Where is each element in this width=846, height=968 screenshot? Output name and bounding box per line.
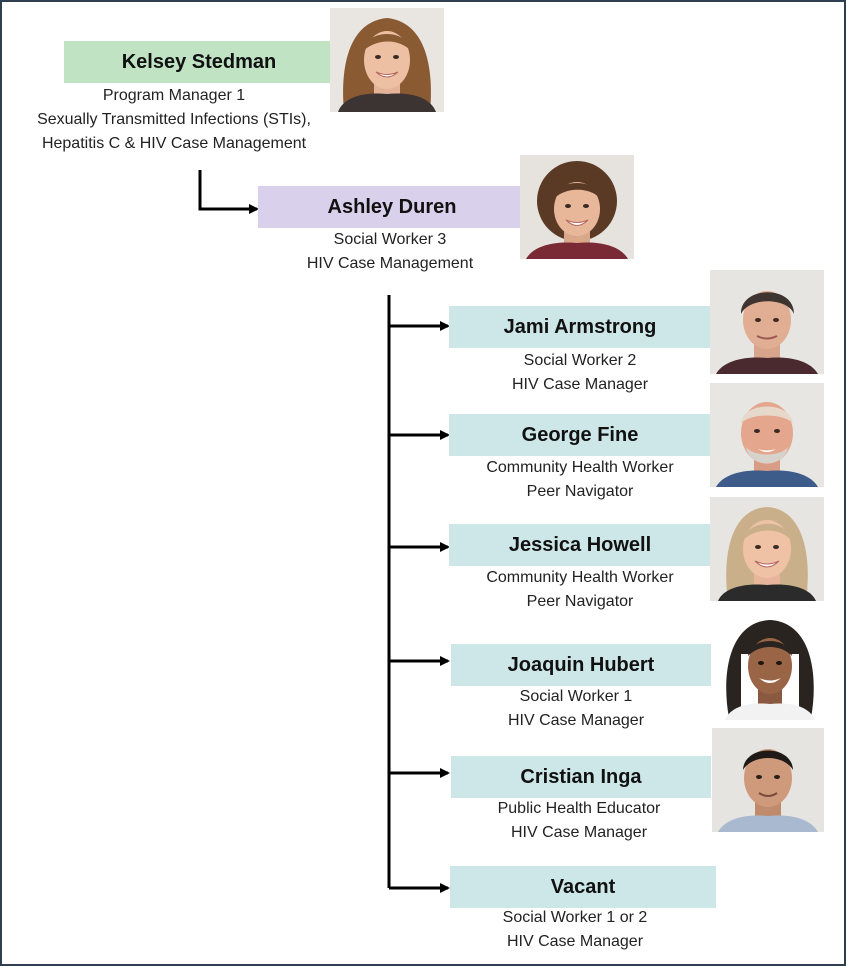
manager-name: Kelsey Stedman <box>121 50 277 73</box>
lead-role-line-2: HIV Case Management <box>306 255 474 272</box>
staff-name: Jessica Howell <box>508 533 652 556</box>
staff-name: Vacant <box>550 875 616 898</box>
manager-photo <box>330 8 444 112</box>
staff-role-line-2: HIV Case Manager <box>511 376 649 393</box>
staff-role-line-1: Community Health Worker <box>486 569 674 586</box>
staff-name: Jami Armstrong <box>503 315 657 338</box>
staff-name-box: George Fine <box>449 414 711 456</box>
staff-role-line-1: Social Worker 1 <box>519 688 633 705</box>
staff-photo <box>710 383 824 487</box>
manager-to-lead-connector <box>198 170 259 214</box>
staff-role-line-1: Social Worker 1 or 2 <box>502 909 648 926</box>
staff-role-line-1: Social Worker 2 <box>523 352 637 369</box>
staff-photo <box>715 614 825 720</box>
staff-name-box: Vacant <box>450 866 716 908</box>
staff-name-box: Jessica Howell <box>449 524 711 566</box>
staff-photo <box>710 270 824 374</box>
staff-role-line-2: HIV Case Manager <box>506 933 644 950</box>
staff-name: George Fine <box>521 423 639 446</box>
staff-role-line-2: Peer Navigator <box>526 593 634 610</box>
staff-role-line-2: Peer Navigator <box>526 483 634 500</box>
staff-name-box: Cristian Inga <box>451 756 711 798</box>
staff-role: Public Health Educator HIV Case Manager <box>451 797 707 845</box>
staff-role-line-2: HIV Case Manager <box>510 824 648 841</box>
manager-role-line-1: Program Manager 1 <box>102 87 246 104</box>
staff-name-box: Joaquin Hubert <box>451 644 711 686</box>
staff-role: Community Health Worker Peer Navigator <box>449 566 711 614</box>
staff-role-line-2: HIV Case Manager <box>507 712 645 729</box>
staff-role: Social Worker 2 HIV Case Manager <box>449 349 711 397</box>
staff-name-box: Jami Armstrong <box>449 306 711 348</box>
lead-photo <box>520 155 634 259</box>
staff-role: Social Worker 1 HIV Case Manager <box>451 685 701 733</box>
lead-name: Ashley Duren <box>327 195 457 218</box>
manager-role: Program Manager 1 Sexually Transmitted I… <box>16 84 332 156</box>
staff-role: Community Health Worker Peer Navigator <box>449 456 711 504</box>
lead-name-box: Ashley Duren <box>258 186 526 228</box>
lead-role-line-1: Social Worker 3 <box>333 231 447 248</box>
staff-photo <box>710 497 824 601</box>
staff-name: Joaquin Hubert <box>507 653 655 676</box>
manager-name-box: Kelsey Stedman <box>64 41 334 83</box>
staff-photo <box>712 728 824 832</box>
lead-role: Social Worker 3 HIV Case Management <box>258 228 522 276</box>
manager-role-line-2: Sexually Transmitted Infections (STIs), <box>37 111 311 128</box>
staff-role-line-1: Community Health Worker <box>486 459 674 476</box>
manager-role-line-3: Hepatitis C & HIV Case Management <box>41 135 307 152</box>
staff-name: Cristian Inga <box>520 765 642 788</box>
staff-role: Social Worker 1 or 2 HIV Case Manager <box>450 906 700 954</box>
staff-role-line-1: Public Health Educator <box>497 800 661 817</box>
